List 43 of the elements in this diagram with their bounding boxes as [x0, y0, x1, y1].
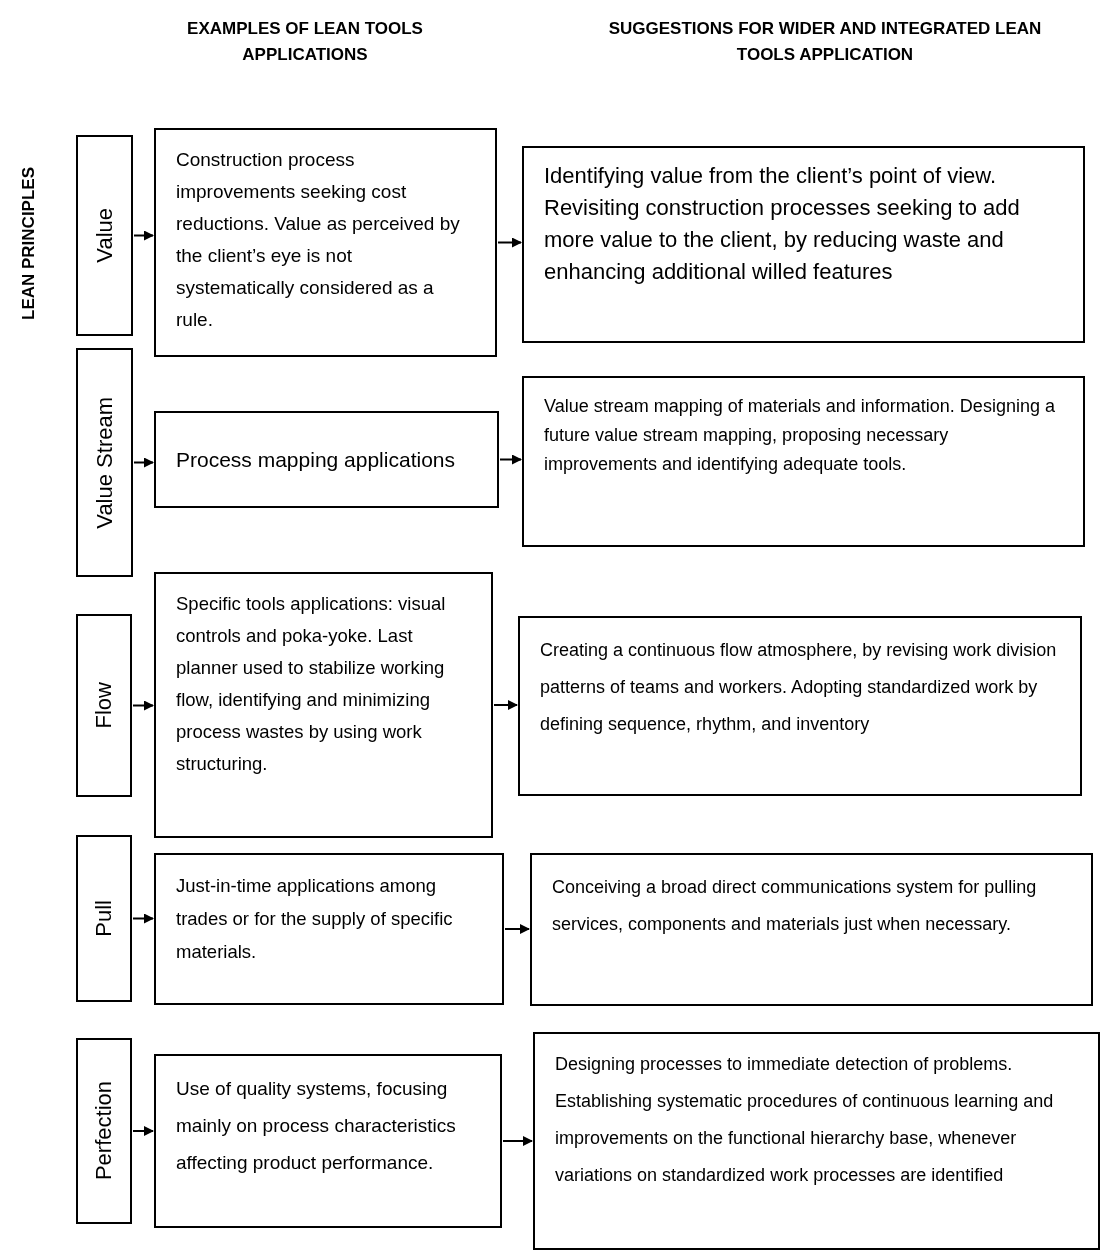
box-text: Specific tools applications: visual controls and poka-yoke. Last planner used to stabilize working flow, identifying and minimizing process wastes by using work structuring. — [176, 592, 447, 776]
arrow — [493, 700, 518, 710]
row-axis-heading: LEAN PRINCIPLES — [18, 165, 39, 320]
column-heading: EXAMPLES OF LEAN TOOLS APPLICATIONS — [186, 18, 424, 66]
arrow — [502, 1136, 533, 1146]
example-box — [154, 572, 493, 838]
arrow — [497, 237, 522, 248]
arrow — [499, 454, 522, 465]
box-text: Value stream mapping of materials and information. Designing a future value stream mapping, proposing necessary improvements and identifying adequate tools. — [544, 395, 1056, 476]
box-text: Just-in-time applications among trades or for the supply of specific materials. — [176, 874, 454, 964]
suggestion-box — [533, 1032, 1100, 1250]
arrow — [132, 913, 154, 924]
suggestion-box — [530, 853, 1093, 1006]
principle-box — [76, 835, 132, 1002]
arrow — [132, 1126, 154, 1136]
suggestion-box — [522, 376, 1085, 547]
suggestion-box — [522, 146, 1085, 343]
example-box — [154, 411, 499, 508]
suggestion-box — [518, 616, 1082, 796]
principle-box — [76, 135, 133, 336]
principle-label: Flow — [93, 682, 115, 729]
box-text: Creating a continuous flow atmosphere, by revising work division patterns of teams and workers. Adopting standardized work by defining sequence, rhythm, and inventory — [540, 639, 1058, 736]
column-heading: SUGGESTIONS FOR WIDER AND INTEGRATED LEAN TOOLS APPLICATION — [607, 18, 1043, 66]
example-box — [154, 1054, 502, 1228]
principle-label: Value Stream — [93, 396, 116, 529]
box-text: Process mapping applications — [176, 446, 456, 473]
principle-label: Value — [93, 208, 116, 263]
arrow — [133, 457, 154, 468]
box-text: Construction process improvements seeking cost reductions. Value as perceived by the client’s eye is not systematically considered as a rule. — [176, 148, 461, 332]
box-text: Use of quality systems, focusing mainly on process characteristics affecting product performance. — [176, 1077, 457, 1175]
principle-label: Perfection — [93, 1081, 115, 1181]
arrow — [133, 230, 154, 241]
box-text: Conceiving a broad direct communications system for pulling services, components and materials just when necessary. — [552, 876, 1038, 936]
principle-box — [76, 348, 133, 577]
arrow — [504, 924, 530, 934]
box-text: Designing processes to immediate detection of problems. Establishing systematic procedures of continuous learning and improvements on the functional hierarchy base, whenever variations on standardized work processes are identified — [555, 1053, 1055, 1187]
example-box — [154, 128, 497, 357]
principle-label: Pull — [93, 900, 115, 937]
example-box — [154, 853, 504, 1005]
box-text: Identifying value from the client’s point of view. Revisiting construction processes seeking to add more value to the client, by reducing waste and enhancing additional willed features — [544, 162, 1021, 286]
arrow — [132, 700, 154, 711]
principle-box — [76, 614, 132, 797]
principle-box — [76, 1038, 132, 1224]
